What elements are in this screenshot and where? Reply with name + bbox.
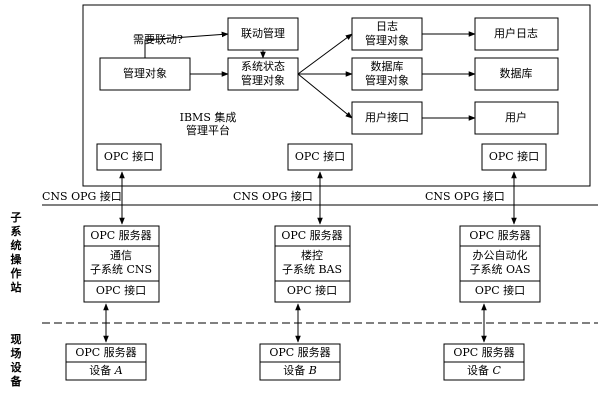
arrow-status-to-ui (297, 73, 353, 119)
linkage-management-label: 联动管理 (241, 26, 285, 40)
device-a-server: OPC 服务器 (75, 346, 136, 359)
db-object-label-2: 管理对象 (365, 73, 409, 87)
user-log-label: 用户日志 (494, 26, 538, 40)
device-c: OPC 服务器 设备 C (443, 343, 525, 381)
subsystem-oas-name-1: 办公自动化 (473, 248, 528, 262)
database-label: 数据库 (500, 66, 533, 80)
subsystem-oas: OPC 服务器 办公自动化 子系统 OAS OPC 接口 (459, 225, 541, 303)
log-object-box (351, 17, 423, 51)
log-object-label-2: 管理对象 (365, 33, 409, 47)
managed-object-label: 管理对象 (123, 66, 167, 80)
subsystem-row-label-1: 子 (11, 211, 22, 224)
ibms-opc-port-1-label: OPC 接口 (104, 150, 154, 163)
field-row-label-4: 备 (10, 374, 23, 388)
ibms-platform-frame (82, 4, 591, 187)
db-object-label-1: 数据库 (371, 59, 404, 73)
subsystem-bas: OPC 服务器 楼控 子系统 BAS OPC 接口 (274, 225, 351, 303)
bus-label-2: CNS OPG 接口 (233, 190, 313, 203)
platform-label-1: IBMS 集成 (180, 110, 237, 124)
subsystem-bas-name-2: 子系统 BAS (282, 263, 342, 276)
log-object-label-1: 日志 (376, 20, 398, 33)
device-b-server: OPC 服务器 (269, 346, 330, 359)
user-interface-label: 用户接口 (365, 110, 409, 124)
subsystem-row-label-6: 站 (11, 280, 22, 294)
system-status-label-1: 系统状态 (241, 59, 285, 73)
bus-label-1: CNS OPG 接口 (42, 190, 122, 203)
device-a-label: 设备 A (89, 363, 123, 377)
subsystem-oas-port: OPC 接口 (475, 284, 525, 297)
device-b: OPC 服务器 设备 B (259, 343, 341, 381)
ibms-opc-port-2-label: OPC 接口 (295, 150, 345, 163)
ibms-opc-port-2 (287, 143, 353, 171)
arrow-status-to-log (297, 33, 353, 75)
ibms-opc-port-1 (96, 143, 162, 171)
user-log-box (474, 17, 559, 51)
user-interface-box (351, 101, 423, 135)
field-row-label-2: 场 (11, 346, 22, 360)
subsystem-cns-server: OPC 服务器 (90, 229, 151, 242)
device-c-server: OPC 服务器 (453, 346, 514, 359)
subsystem-oas-name-2: 子系统 OAS (470, 263, 531, 276)
device-a: OPC 服务器 设备 A (65, 343, 147, 381)
field-row-label-1: 现 (11, 333, 22, 346)
subsystem-cns-name-1: 通信 (110, 249, 132, 262)
device-b-label: 设备 B (283, 363, 317, 377)
device-c-label: 设备 C (467, 363, 502, 377)
subsystem-bas-server: OPC 服务器 (281, 229, 342, 242)
subsystem-row-label-4: 操 (11, 252, 23, 266)
field-row-label-3: 设 (11, 360, 23, 374)
subsystem-bas-port: OPC 接口 (287, 284, 337, 297)
arrow-object-to-linkage (144, 31, 229, 58)
subsystem-cns-name-2: 子系统 CNS (90, 263, 152, 276)
subsystem-row-label-3: 统 (11, 238, 22, 252)
bus-label-3: CNS OPG 接口 (425, 190, 505, 203)
system-status-label-2: 管理对象 (241, 73, 285, 87)
db-object-box (351, 57, 423, 91)
ibms-opc-port-3 (481, 143, 547, 171)
subsystem-cns-port: OPC 接口 (96, 284, 146, 297)
subsystem-row-label-5: 作 (11, 266, 22, 280)
ibms-opc-port-3-label: OPC 接口 (489, 150, 539, 163)
platform-label-2: 管理平台 (186, 123, 230, 137)
subsystem-cns: OPC 服务器 通信 子系统 CNS OPC 接口 (83, 225, 160, 303)
system-status-box (227, 57, 299, 91)
subsystem-row-label-2: 系 (11, 224, 22, 238)
subsystem-oas-server: OPC 服务器 (469, 229, 530, 242)
user-label: 用户 (505, 110, 527, 124)
subsystem-bas-name-1: 楼控 (301, 248, 323, 262)
